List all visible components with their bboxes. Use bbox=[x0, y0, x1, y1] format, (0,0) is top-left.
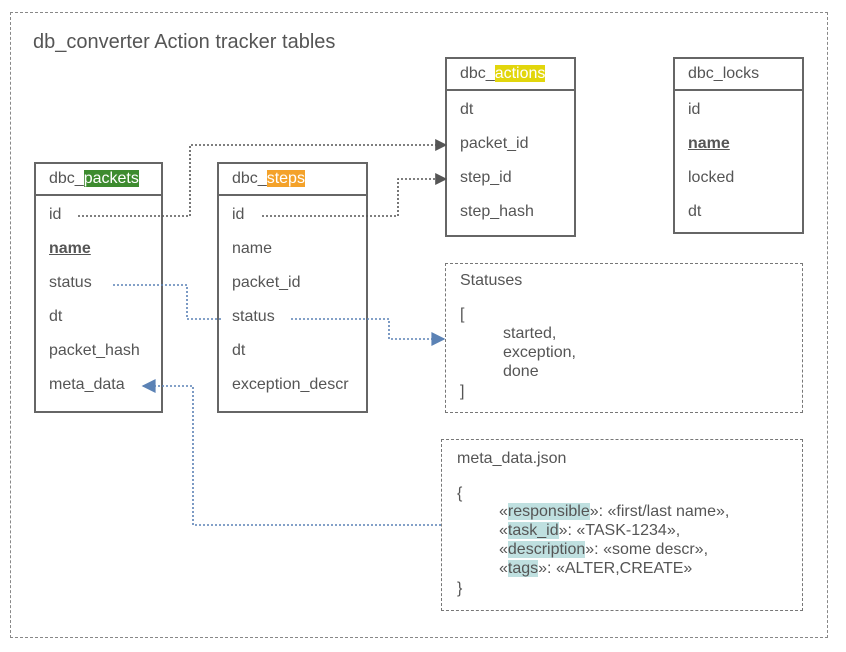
json-value: »: «some descr», bbox=[585, 541, 709, 558]
connector-steps-id-to-actions-step-id bbox=[262, 173, 448, 217]
field-status: status bbox=[232, 308, 275, 325]
table-name-prefix: dbc_ bbox=[49, 170, 84, 187]
brace-open: { bbox=[457, 485, 463, 502]
quote-mark: « bbox=[499, 503, 508, 520]
bracket-close: ] bbox=[460, 383, 465, 400]
json-key: tags bbox=[507, 560, 539, 577]
quote-mark: « bbox=[499, 560, 508, 577]
table-name-highlight: packets bbox=[83, 170, 139, 187]
field-dt: dt bbox=[232, 342, 246, 359]
field-locked: locked bbox=[688, 169, 735, 186]
meta-data-json-note: meta_data.json { «responsible»: «first/l… bbox=[441, 439, 803, 611]
field-packet-id: packet_id bbox=[232, 274, 301, 291]
diagram-title: db_converter Action tracker tables bbox=[33, 31, 336, 53]
field-packet-hash: packet_hash bbox=[49, 342, 140, 359]
json-value: »: «first/last name», bbox=[589, 503, 730, 520]
note-title: meta_data.json bbox=[457, 450, 567, 467]
json-entry: «responsible»: «first/last name», bbox=[499, 503, 729, 521]
table-name-highlight: steps bbox=[266, 170, 305, 187]
connector-meta-json-to-packets-meta-data bbox=[141, 379, 441, 526]
field-dt: dt bbox=[49, 308, 63, 325]
status-item: started, bbox=[503, 325, 557, 342]
field-id: id bbox=[232, 206, 245, 223]
table-dbc-packets: dbc_packets id name status dt packet_has… bbox=[34, 162, 163, 413]
status-item: exception, bbox=[503, 344, 576, 361]
field-exception-descr: exception_descr bbox=[232, 376, 349, 393]
status-item: done bbox=[503, 363, 539, 380]
field-name: name bbox=[49, 240, 91, 257]
field-step-hash: step_hash bbox=[460, 203, 534, 220]
statuses-note: Statuses [ started, exception, done ] bbox=[445, 263, 803, 413]
json-key: task_id bbox=[507, 522, 559, 539]
field-status: status bbox=[49, 274, 92, 291]
outer-frame bbox=[10, 12, 828, 638]
bracket-open: [ bbox=[460, 306, 465, 323]
quote-mark: « bbox=[499, 541, 508, 558]
table-dbc-locks: dbc_locks id name locked dt bbox=[673, 57, 804, 234]
table-header: dbc_steps bbox=[219, 164, 366, 196]
field-dt: dt bbox=[460, 101, 474, 118]
connector-packets-status-to-statuses bbox=[113, 284, 222, 320]
json-entry: «tags»: «ALTER,CREATE» bbox=[499, 560, 692, 578]
note-title: Statuses bbox=[460, 272, 523, 289]
connector-packets-id-to-actions-packet-id bbox=[78, 139, 448, 217]
json-entry: «task_id»: «TASK-1234», bbox=[499, 522, 680, 540]
field-name: name bbox=[688, 135, 730, 152]
field-name: name bbox=[232, 240, 273, 257]
field-id: id bbox=[49, 206, 62, 223]
field-meta-data: meta_data bbox=[49, 376, 125, 393]
json-key: description bbox=[507, 541, 586, 558]
json-key: responsible bbox=[507, 503, 590, 520]
table-name-prefix: dbc_ bbox=[232, 170, 267, 187]
table-header: dbc_actions bbox=[447, 59, 574, 91]
field-step-id: step_id bbox=[460, 169, 512, 186]
brace-close: } bbox=[457, 580, 463, 597]
table-dbc-actions: dbc_actions dt packet_id step_id step_ha… bbox=[445, 57, 576, 237]
table-name-highlight: actions bbox=[494, 65, 546, 82]
table-header: dbc_packets bbox=[36, 164, 161, 196]
quote-mark: « bbox=[499, 522, 508, 539]
table-header: dbc_locks bbox=[675, 59, 802, 91]
field-dt: dt bbox=[688, 203, 702, 220]
connector-steps-status-to-statuses bbox=[291, 318, 446, 346]
field-id: id bbox=[688, 101, 701, 118]
table-name-prefix: dbc_ bbox=[460, 65, 495, 82]
json-value: »: «ALTER,CREATE» bbox=[538, 560, 693, 577]
json-entry: «description»: «some descr», bbox=[499, 541, 708, 559]
field-packet-id: packet_id bbox=[460, 135, 529, 152]
table-dbc-steps: dbc_steps id name packet_id status dt ex… bbox=[217, 162, 368, 413]
json-value: »: «TASK-1234», bbox=[558, 522, 681, 539]
